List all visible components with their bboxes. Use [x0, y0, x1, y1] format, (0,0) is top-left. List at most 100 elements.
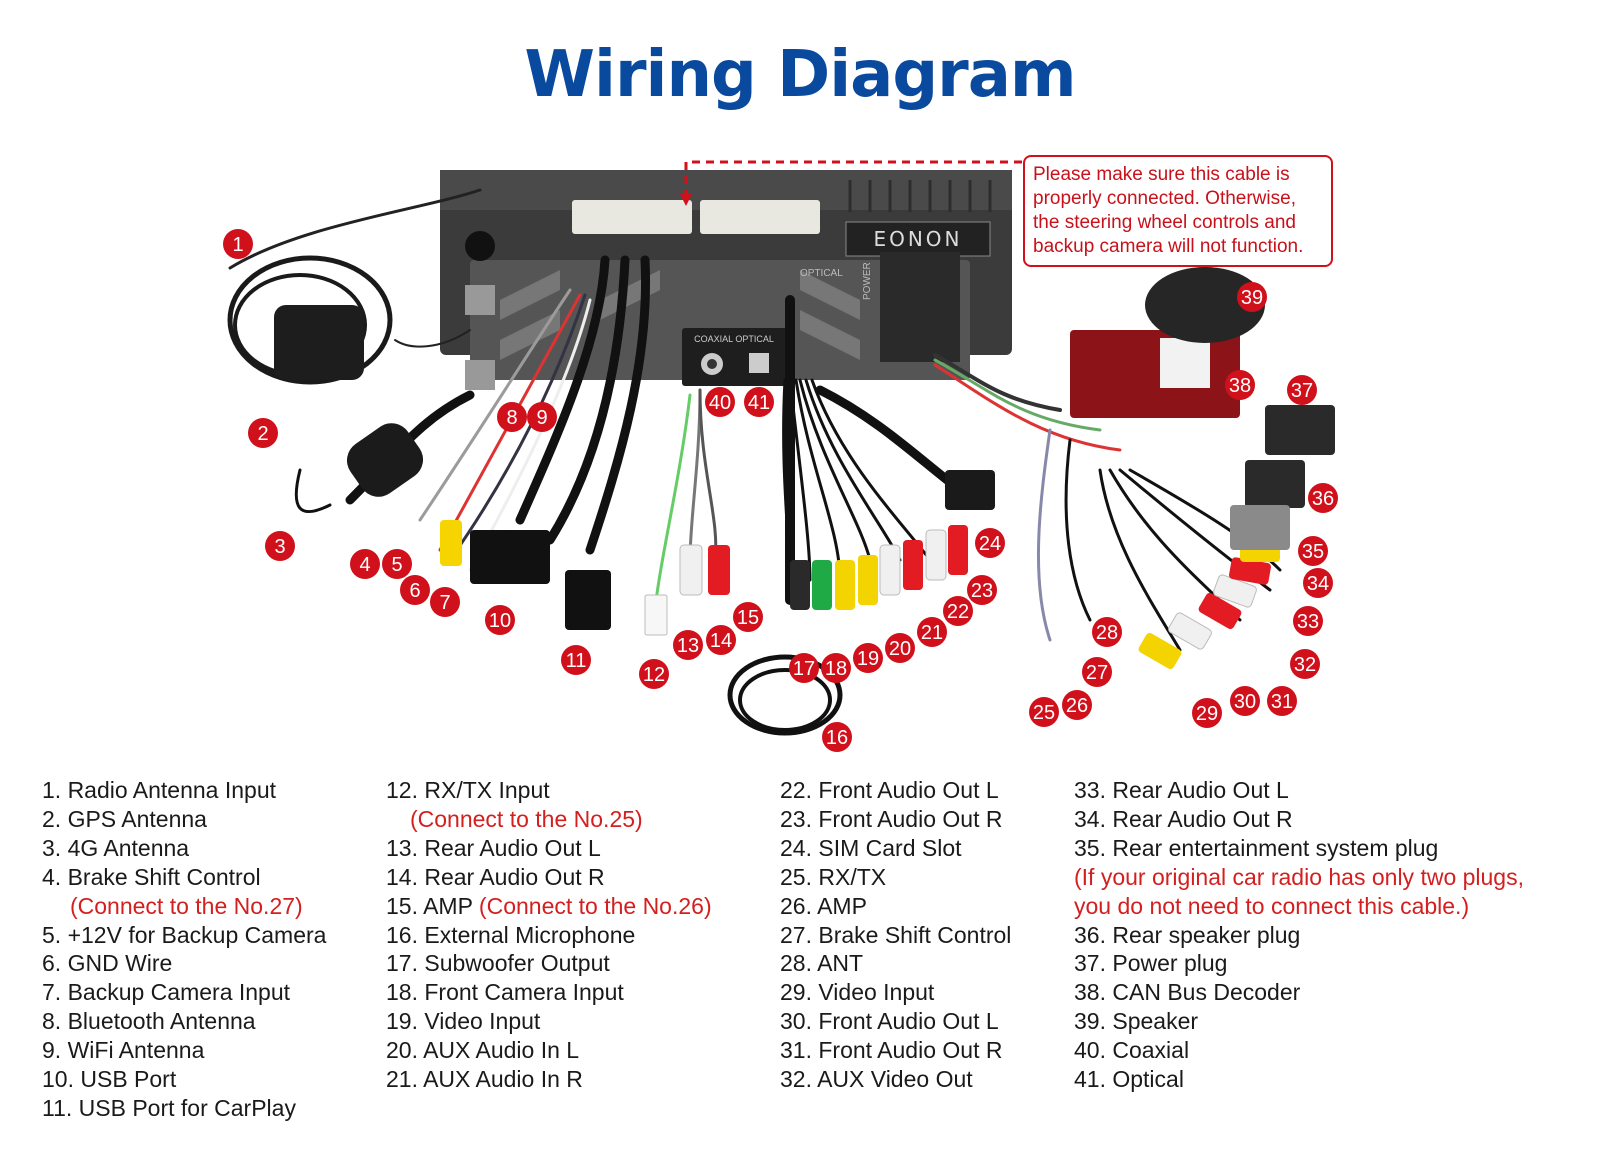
badge-35: 35 — [1302, 541, 1324, 563]
legend-item: 33. Rear Audio Out L — [1074, 777, 1289, 803]
legend-note: (If your original car radio has only two… — [1074, 863, 1524, 890]
legend-item: 7. Backup Camera Input — [42, 979, 291, 1006]
legend-item: 35. Rear entertainment system plug — [1074, 834, 1439, 861]
legend-item: 21. AUX Audio In R — [386, 1066, 583, 1093]
badge-33: 33 — [1297, 611, 1319, 633]
badge-23: 23 — [971, 580, 993, 602]
legend-item: 12. RX/TX Input — [386, 777, 550, 803]
legend-item: 13. Rear Audio Out L — [386, 834, 601, 861]
legend-item: 20. AUX Audio In L — [386, 1037, 580, 1064]
legend-item: 30. Front Audio Out L — [780, 1008, 999, 1035]
legend-item: 37. Power plug — [1074, 950, 1228, 977]
badge-36: 36 — [1312, 488, 1334, 510]
legend-item: 27. Brake Shift Control — [780, 921, 1012, 948]
badge-37: 37 — [1291, 380, 1313, 402]
legend-item: 32. AUX Video Out — [780, 1066, 973, 1093]
legend-item: 9. WiFi Antenna — [42, 1037, 205, 1064]
legend-column-1: 1. Radio Antenna Input 2. GPS Antenna 3.… — [42, 776, 326, 1123]
badge-24: 24 — [979, 533, 1001, 555]
optical-port-label: OPTICAL — [800, 268, 843, 279]
badge-31: 31 — [1271, 691, 1293, 713]
legend-item: 36. Rear speaker plug — [1074, 921, 1301, 948]
badge-3: 3 — [274, 536, 285, 558]
badge-15: 15 — [737, 607, 759, 629]
legend-item: 24. SIM Card Slot — [780, 834, 962, 861]
wiring-illustration: EONON POWER OPTICAL COAXIAL OPTICAL — [223, 160, 1338, 752]
badge-16: 16 — [826, 727, 848, 749]
badge-20: 20 — [889, 638, 911, 660]
badge-4: 4 — [359, 554, 370, 576]
legend-item: 19. Video Input — [386, 1008, 541, 1035]
legend-item: 40. Coaxial — [1074, 1037, 1190, 1064]
badge-27: 27 — [1086, 662, 1108, 684]
badge-18: 18 — [825, 658, 847, 680]
legend-column-4: 33. Rear Audio Out L 34. Rear Audio Out … — [1074, 776, 1524, 1094]
legend-item-text: 15. AMP — [386, 892, 473, 919]
legend-item: 6. GND Wire — [42, 950, 173, 977]
legend-item: 1. Radio Antenna Input — [42, 777, 277, 803]
badge-17: 17 — [793, 658, 815, 680]
badge-38: 38 — [1229, 375, 1251, 397]
badges: 1 2 3 4 5 6 7 8 9 10 11 12 13 14 15 16 1… — [223, 229, 1338, 752]
badge-22: 22 — [947, 601, 969, 623]
badge-26: 26 — [1066, 695, 1088, 717]
badge-25: 25 — [1033, 702, 1055, 724]
legend-note: (Connect to the No.26) — [478, 892, 712, 919]
badge-1: 1 — [232, 234, 243, 256]
badge-7: 7 — [439, 592, 450, 614]
legend-item: 8. Bluetooth Antenna — [42, 1008, 256, 1035]
badge-10: 10 — [489, 610, 511, 632]
badge-19: 19 — [857, 648, 879, 670]
legend-item: 28. ANT — [780, 950, 864, 977]
legend-item: 18. Front Camera Input — [386, 979, 624, 1006]
warning-note: Please make sure this cable is properly … — [1023, 155, 1333, 267]
legend-item: 15. AMP (Connect to the No.26) — [386, 892, 712, 921]
legend-item: 2. GPS Antenna — [42, 805, 207, 832]
badge-5: 5 — [391, 554, 402, 576]
badge-40: 40 — [709, 392, 731, 414]
legend-item: 29. Video Input — [780, 979, 935, 1006]
legend-note: (Connect to the No.25) — [410, 805, 643, 832]
legend-item: 38. CAN Bus Decoder — [1074, 979, 1301, 1006]
diagram-title: Wiring Diagram — [524, 38, 1076, 112]
legend-note: you do not need to connect this cable.) — [1074, 892, 1470, 919]
legend-item: 17. Subwoofer Output — [386, 950, 610, 977]
legend-item: 22. Front Audio Out L — [780, 777, 999, 803]
legend-item: 3. 4G Antenna — [42, 834, 190, 861]
legend-item: 11. USB Port for CarPlay — [42, 1094, 296, 1121]
badge-11: 11 — [566, 650, 587, 672]
legend-item: 25. RX/TX — [780, 863, 887, 890]
legend-column-2: 12. RX/TX Input (Connect to the No.25) 1… — [386, 776, 712, 1094]
badge-2: 2 — [257, 423, 268, 445]
legend-note: (Connect to the No.27) — [70, 892, 303, 919]
badge-41: 41 — [748, 392, 770, 414]
badge-13: 13 — [677, 635, 699, 657]
badge-12: 12 — [643, 664, 665, 686]
badge-29: 29 — [1196, 703, 1218, 725]
badge-9: 9 — [536, 407, 547, 429]
legend-item: 41. Optical — [1074, 1066, 1184, 1093]
legend-item: 39. Speaker — [1074, 1008, 1199, 1035]
badge-30: 30 — [1234, 691, 1256, 713]
badge-34: 34 — [1307, 573, 1329, 595]
badge-6: 6 — [409, 580, 420, 602]
head-unit: EONON POWER OPTICAL COAXIAL OPTICAL — [440, 170, 1012, 390]
legend-item: 31. Front Audio Out R — [780, 1037, 1003, 1064]
legend-column-3: 22. Front Audio Out L 23. Front Audio Ou… — [780, 776, 1011, 1094]
badge-39: 39 — [1241, 287, 1263, 309]
legend-item: 34. Rear Audio Out R — [1074, 805, 1293, 832]
brand-logo: EONON — [873, 227, 962, 251]
legend-item: 16. External Microphone — [386, 921, 636, 948]
legend-item: 4. Brake Shift Control — [42, 863, 261, 890]
coaxial-optical-label: COAXIAL OPTICAL — [694, 334, 774, 344]
legend-item: 5. +12V for Backup Camera — [42, 921, 327, 948]
power-label: POWER — [862, 262, 873, 300]
badge-14: 14 — [710, 630, 732, 652]
badge-8: 8 — [506, 407, 517, 429]
legend-item: 23. Front Audio Out R — [780, 805, 1003, 832]
legend-item: 14. Rear Audio Out R — [386, 863, 605, 890]
legend-item: 26. AMP — [780, 892, 867, 919]
legend-item: 10. USB Port — [42, 1066, 177, 1093]
badge-28: 28 — [1096, 622, 1118, 644]
badge-32: 32 — [1294, 654, 1316, 676]
